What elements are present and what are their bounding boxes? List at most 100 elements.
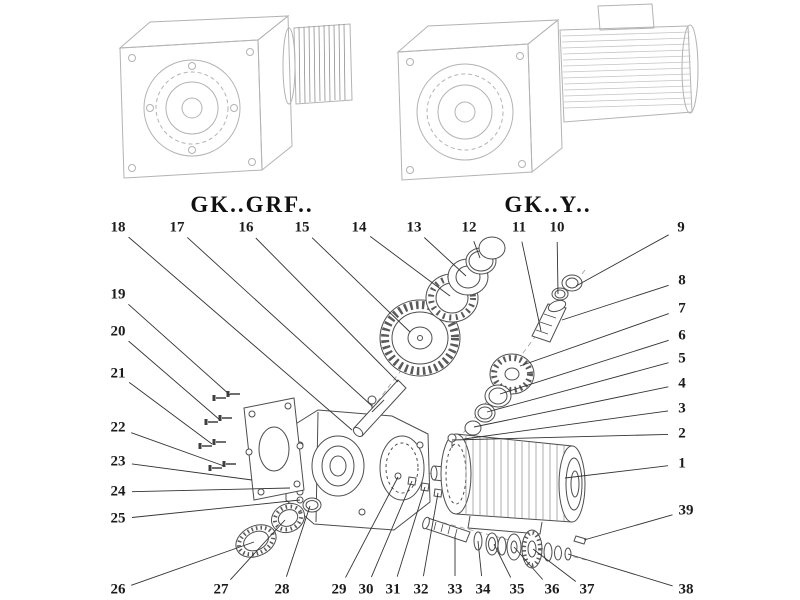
part-number-6: 6 bbox=[678, 327, 686, 344]
input-pinion-stack bbox=[456, 274, 583, 446]
leader-lines bbox=[128, 234, 673, 587]
washer bbox=[464, 420, 482, 436]
leader-line-29 bbox=[345, 476, 399, 578]
part-number-32: 32 bbox=[413, 581, 429, 598]
vent-plug bbox=[367, 395, 377, 405]
motor-feet bbox=[467, 515, 543, 535]
part-number-21: 21 bbox=[110, 365, 126, 382]
part-number-39: 39 bbox=[678, 502, 694, 519]
part-number-7: 7 bbox=[678, 300, 686, 317]
leader-line-4 bbox=[473, 386, 669, 428]
leader-line-39 bbox=[583, 514, 673, 541]
part-number-38: 38 bbox=[678, 581, 694, 598]
leader-line-30 bbox=[370, 480, 413, 578]
part-number-17: 17 bbox=[169, 219, 185, 236]
part-number-3: 3 bbox=[678, 400, 686, 417]
exploded-view bbox=[198, 236, 587, 569]
leader-line-14 bbox=[369, 236, 451, 297]
part-number-12: 12 bbox=[461, 219, 477, 236]
motor bbox=[430, 433, 586, 535]
seal-ring bbox=[478, 236, 506, 260]
shaft-key bbox=[573, 535, 587, 545]
terminal-box bbox=[597, 3, 655, 31]
part-number-34: 34 bbox=[475, 581, 491, 598]
part-number-18: 18 bbox=[110, 219, 126, 236]
leader-line-1 bbox=[564, 465, 669, 479]
part-number-2: 2 bbox=[678, 425, 686, 442]
part-number-10: 10 bbox=[549, 219, 565, 236]
leader-line-5 bbox=[486, 362, 669, 413]
part-number-4: 4 bbox=[678, 375, 686, 392]
output-gear-stack bbox=[379, 236, 506, 377]
part-number-14: 14 bbox=[351, 219, 367, 236]
part-number-24: 24 bbox=[110, 483, 126, 500]
part-number-36: 36 bbox=[544, 581, 560, 598]
leader-line-20 bbox=[128, 340, 221, 421]
leader-line-19 bbox=[128, 303, 231, 396]
leader-line-24 bbox=[131, 487, 291, 493]
part-number-35: 35 bbox=[509, 581, 525, 598]
flange-plate bbox=[243, 397, 305, 501]
leader-line-35 bbox=[493, 543, 512, 578]
part-number-8: 8 bbox=[678, 272, 686, 289]
part-number-33: 33 bbox=[447, 581, 463, 598]
leader-line-16 bbox=[255, 237, 399, 383]
leader-line-11 bbox=[521, 241, 542, 332]
part-number-1: 1 bbox=[678, 455, 686, 472]
leader-line-12 bbox=[473, 240, 481, 259]
part-number-30: 30 bbox=[358, 581, 374, 598]
end-washer bbox=[554, 545, 562, 561]
leader-line-37 bbox=[532, 548, 577, 582]
part-number-22: 22 bbox=[110, 419, 126, 436]
gearbox-grf-drawing bbox=[118, 14, 353, 179]
leader-line-2 bbox=[451, 433, 669, 441]
leader-line-8 bbox=[561, 284, 669, 321]
leader-line-22 bbox=[131, 432, 225, 467]
leader-line-26 bbox=[131, 541, 255, 586]
part-number-28: 28 bbox=[274, 581, 290, 598]
leader-line-15 bbox=[311, 237, 411, 333]
part-number-26: 26 bbox=[110, 581, 126, 598]
output-shaft-parts bbox=[422, 516, 587, 569]
snap-ring-small bbox=[497, 536, 507, 556]
leader-line-6 bbox=[499, 339, 669, 395]
variant-title-grf: GK..GRF.. bbox=[190, 192, 314, 217]
leader-line-21 bbox=[128, 382, 213, 445]
output-shaft bbox=[352, 379, 407, 438]
leader-line-27 bbox=[230, 519, 286, 581]
part-number-25: 25 bbox=[110, 510, 126, 527]
leader-line-17 bbox=[186, 237, 373, 407]
leader-line-10 bbox=[556, 241, 559, 295]
leader-line-34 bbox=[477, 540, 483, 577]
leader-line-9 bbox=[575, 234, 669, 287]
leader-line-36 bbox=[513, 546, 544, 580]
part-number-5: 5 bbox=[678, 350, 686, 367]
leader-line-38 bbox=[567, 553, 673, 587]
leader-line-18 bbox=[128, 236, 353, 431]
part-number-11: 11 bbox=[511, 219, 527, 236]
leader-line-28 bbox=[285, 505, 311, 577]
part-number-37: 37 bbox=[579, 581, 595, 598]
spacer bbox=[543, 542, 553, 562]
part-number-19: 19 bbox=[110, 286, 126, 303]
leader-line-23 bbox=[131, 463, 253, 481]
gearbox-y-drawing bbox=[396, 3, 699, 181]
part-number-27: 27 bbox=[213, 581, 229, 598]
leader-line-3 bbox=[463, 410, 669, 440]
leader-line-7 bbox=[519, 313, 669, 367]
leader-line-25 bbox=[131, 499, 301, 518]
part-number-15: 15 bbox=[294, 219, 310, 236]
part-number-13: 13 bbox=[406, 219, 422, 236]
leader-line-13 bbox=[423, 237, 467, 277]
part-number-16: 16 bbox=[238, 219, 254, 236]
part-number-29: 29 bbox=[331, 581, 347, 598]
leader-line-31 bbox=[396, 486, 426, 577]
part-number-23: 23 bbox=[110, 453, 126, 470]
leader-line-32 bbox=[422, 492, 439, 577]
part-number-31: 31 bbox=[385, 581, 401, 598]
variant-title-y: GK..Y.. bbox=[504, 192, 592, 217]
part-number-9: 9 bbox=[677, 219, 685, 236]
